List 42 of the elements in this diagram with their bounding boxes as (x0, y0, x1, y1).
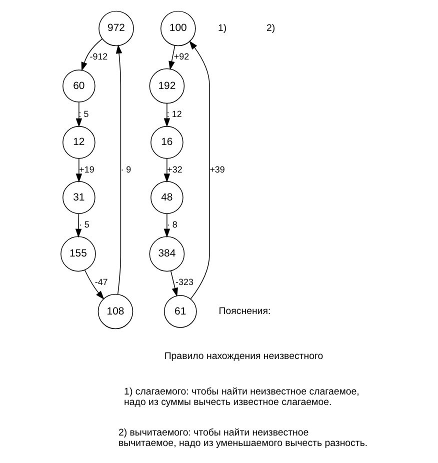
edge-label: -323 (175, 277, 193, 288)
label: 1) (218, 22, 226, 34)
edge-label: +19 (78, 164, 94, 174)
edge-label: +32 (166, 164, 182, 174)
edge-label: : 5 (78, 109, 88, 120)
node-circle: 108 (97, 294, 133, 330)
label: 2) вычитаемого: чтобы найти неизвестное вычитаемое, надо из уменьшаемого вычесть разность. (118, 428, 368, 450)
label: Правило нахождения неизвестного (164, 350, 323, 362)
edge-label: · 5 (78, 219, 89, 230)
node-circle: 16 (150, 126, 183, 159)
arrow (163, 158, 170, 183)
edge-label: +39 (209, 164, 224, 174)
label: 1) слагаемого: чтобы найти неизвестное слагаемое, надо из суммы вычесть известное слагаемое. (124, 386, 359, 408)
arrow (74, 214, 82, 238)
arrow (75, 158, 82, 183)
node-circle: 61 (163, 295, 196, 328)
node-circle: 100 (160, 10, 196, 46)
node-circle: 60 (62, 70, 95, 102)
edge-label: : 12 (166, 109, 182, 120)
arrow (163, 214, 170, 238)
node-circle: 155 (60, 236, 96, 272)
label: Пояснения: (218, 306, 270, 318)
node-circle: 972 (98, 10, 134, 46)
edge-label: -912 (89, 52, 108, 62)
edge-label: -47 (94, 277, 108, 288)
node-circle: 192 (148, 68, 184, 104)
node-circle: 12 (62, 126, 95, 159)
arrow (168, 45, 175, 70)
arrow (163, 103, 170, 128)
arrow (188, 40, 210, 300)
arrow (75, 102, 82, 128)
edge-label: · 8 (166, 219, 177, 230)
node-circle: 48 (150, 181, 183, 214)
arrow (115, 44, 122, 295)
arrow (170, 270, 178, 297)
arrow (80, 38, 102, 72)
edge-label: · 9 (120, 164, 131, 174)
edge-label: +92 (173, 52, 189, 62)
node-circle: 384 (148, 236, 184, 272)
label: 2) (266, 22, 275, 34)
arrow (84, 270, 104, 300)
node-circle: 31 (62, 181, 95, 214)
